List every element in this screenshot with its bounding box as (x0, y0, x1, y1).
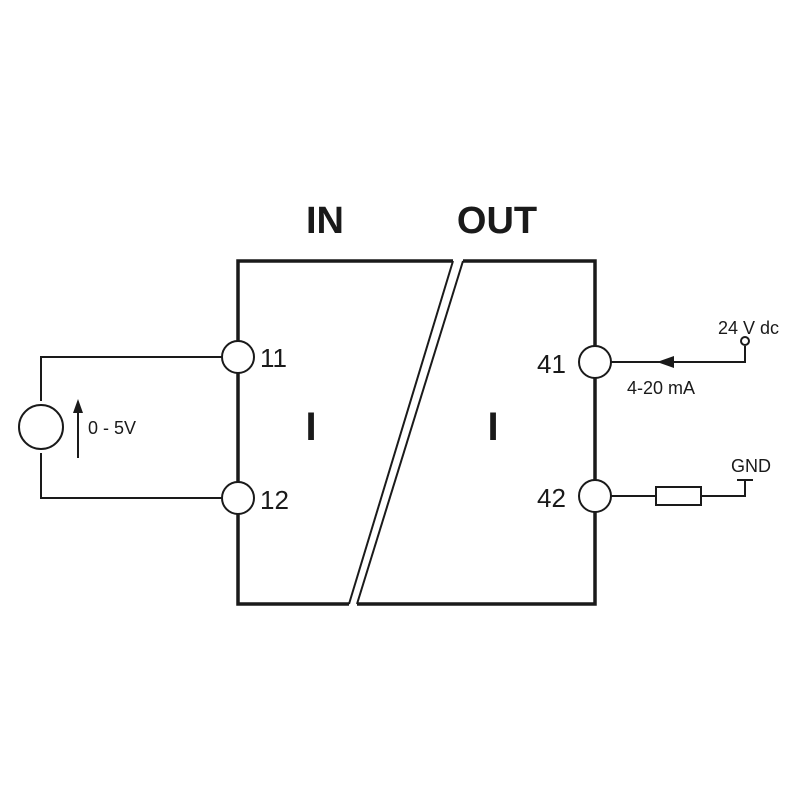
terminal-11-label: 11 (260, 343, 287, 373)
source-voltage-label: 0 - 5V (88, 418, 136, 438)
input-header: IN (306, 200, 344, 242)
voltage-source-icon (18, 404, 64, 450)
terminal-42-icon (578, 479, 612, 513)
terminal-41-label: 41 (537, 349, 566, 379)
output-mode-label: I (487, 405, 498, 449)
output-header: OUT (457, 200, 537, 242)
input-block-outline (236, 259, 453, 606)
source-arrow-icon (73, 399, 83, 413)
terminal-41-icon (578, 345, 612, 379)
supply-node-icon (740, 336, 750, 346)
output-block-outline (357, 259, 597, 606)
terminal-12-icon (221, 481, 255, 515)
supply-wire (595, 346, 746, 363)
input-mode-label: I (305, 405, 316, 449)
input-loop-wire (40, 356, 238, 499)
current-arrow-icon (657, 356, 674, 368)
ground-label: GND (731, 456, 771, 476)
supply-voltage-label: 24 V dc (718, 318, 779, 338)
terminal-42-label: 42 (537, 483, 566, 513)
terminal-11-icon (221, 340, 255, 374)
isolation-barrier-right (356, 260, 464, 605)
isolation-barrier-left (348, 260, 454, 605)
terminal-12-label: 12 (260, 485, 289, 515)
load-resistor-icon (655, 486, 702, 506)
current-range-label: 4-20 mA (627, 378, 695, 398)
